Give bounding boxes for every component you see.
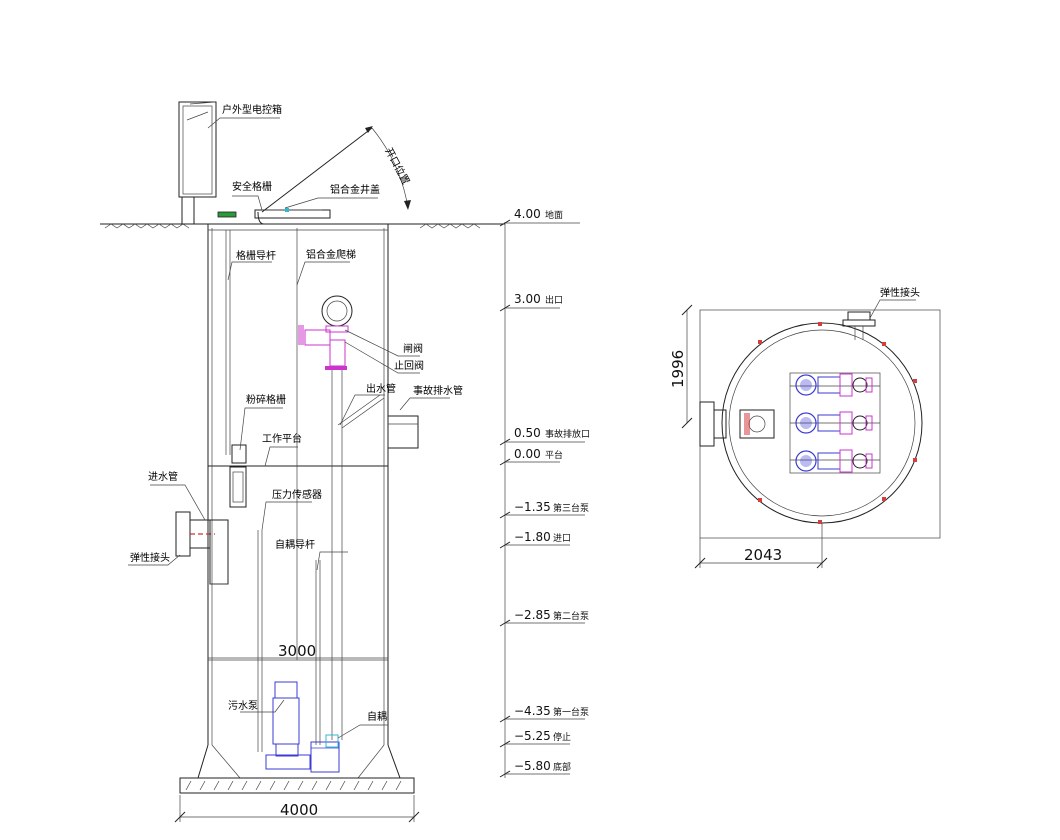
leader-lines [128, 117, 450, 739]
label-work-platform: 工作平台 [262, 432, 302, 445]
label-check-valve: 止回阀 [394, 359, 424, 372]
label-inlet-pipe: 进水管 [148, 470, 178, 483]
label-auto-coupling: 自耦 [367, 710, 387, 723]
elev-value-3: 0.00 [514, 447, 541, 461]
plan-pumps [795, 373, 873, 473]
dimension-4000: 4000 [280, 801, 318, 819]
elev-note-0: 地面 [545, 209, 563, 221]
label-aluminum-cover: 铝合金井盖 [330, 183, 380, 196]
label-flexible-joint: 弹性接头 [130, 551, 170, 564]
dimension-3000: 3000 [278, 642, 316, 660]
dimension-plan-height: 1996 [669, 304, 693, 429]
section-view: 户外型电控箱 安全格栅 开口位置 铝合金井盖 格栅导杆 铝合金爬梯 闸阀 止回阀… [100, 101, 590, 823]
label-grille-guide: 格栅导杆 [236, 249, 276, 262]
elev-note-7: 第一台泵 [553, 706, 589, 718]
label-outlet-pipe: 出水管 [366, 382, 396, 395]
elev-value-2: 0.50 [514, 426, 541, 440]
label-aluminum-ladder: 铝合金爬梯 [306, 248, 356, 261]
elev-note-2: 事故排放口 [545, 428, 590, 440]
dimension-1996: 1996 [669, 350, 687, 388]
plan-inlet [699, 401, 775, 447]
elev-note-3: 平台 [545, 449, 563, 461]
elev-note-1: 出口 [545, 294, 563, 306]
dimension-tank-width: 3000 [208, 642, 388, 660]
plan-flexible-joint [842, 311, 876, 340]
ground-line [100, 223, 505, 229]
emergency-pipe [387, 415, 419, 449]
elev-value-9: −5.80 [514, 759, 551, 773]
dimension-2043: 2043 [744, 546, 782, 564]
elev-value-8: −5.25 [514, 729, 551, 743]
plan-bolts [758, 322, 917, 524]
label-crushing-grille: 粉碎格栅 [246, 393, 286, 406]
elev-value-1: 3.00 [514, 292, 541, 306]
elev-note-9: 底部 [553, 761, 571, 773]
cover [217, 126, 411, 225]
label-plan-flexible-joint: 弹性接头 [880, 286, 920, 299]
label-gate-valve: 闸阀 [403, 342, 423, 355]
crushing-grille [229, 444, 247, 508]
elev-value-5: −1.80 [514, 530, 551, 544]
control-box [178, 101, 217, 225]
inlet-pipe [175, 511, 229, 585]
dimension-plan-width: 2043 [694, 523, 828, 569]
elev-value-7: −4.35 [514, 704, 551, 718]
elev-note-8: 停止 [553, 731, 571, 743]
elev-value-0: 4.00 [514, 207, 541, 221]
plan-view: 弹性接头 1996 2043 [669, 286, 941, 569]
label-pressure-sensor: 压力传感器 [272, 488, 322, 501]
label-control-box: 户外型电控箱 [222, 103, 282, 116]
elev-value-4: −1.35 [514, 500, 551, 514]
label-open-position: 开口位置 [382, 145, 412, 186]
sewage-pump [265, 681, 340, 773]
elevation-scale: 4.00 地面 3.00 出口 0.50 事故排放口 0.00 平台 −1.35… [499, 207, 590, 778]
elev-note-6: 第二台泵 [553, 610, 589, 622]
label-coupling-guide: 自耦导杆 [275, 538, 315, 551]
label-safety-grille: 安全格栅 [232, 180, 272, 193]
tank-lower [197, 465, 401, 779]
foundation [179, 777, 415, 794]
label-emergency-pipe: 事故排水管 [413, 384, 463, 397]
dimension-base-width: 4000 [174, 795, 420, 823]
outlet-valves [298, 295, 353, 740]
elev-value-6: −2.85 [514, 608, 551, 622]
tank-upper [207, 224, 389, 466]
elev-note-5: 进口 [553, 533, 571, 544]
label-sewage-pump: 污水泵 [228, 700, 258, 712]
elev-note-4: 第三台泵 [553, 502, 589, 514]
